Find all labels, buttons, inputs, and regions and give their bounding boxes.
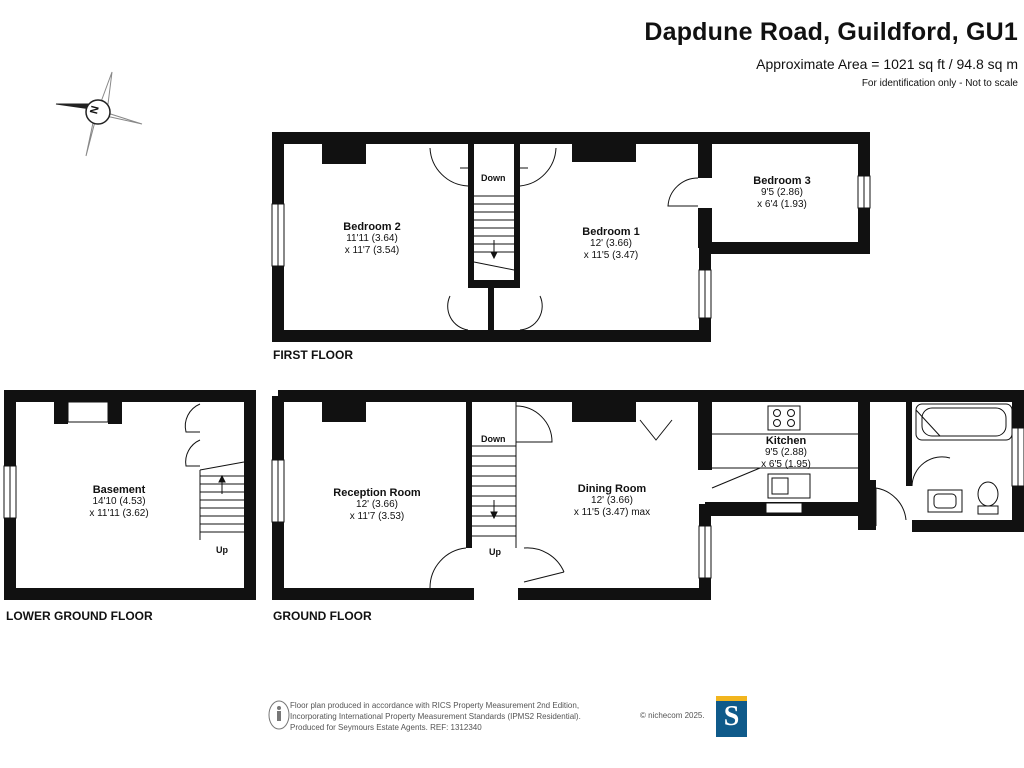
footer-line: Incorporating International Property Mea…	[290, 712, 581, 721]
room-name: Bedroom 2	[343, 221, 401, 233]
ground-floor-stairs-down-label: Down	[481, 434, 506, 444]
lower-ground-floor-plan	[3, 390, 256, 600]
copyright-text: © nichecom 2025.	[640, 711, 705, 720]
lower-ground-floor-label: LOWER GROUND FLOOR	[6, 609, 153, 623]
ground-floor-stairs-up-label: Up	[489, 547, 501, 557]
room-dimension: 12' (3.66)	[591, 495, 633, 506]
room-dimension: 12' (3.66)	[590, 238, 632, 249]
approximate-area: Approximate Area = 1021 sq ft / 94.8 sq …	[756, 56, 1018, 72]
room-name: Bedroom 3	[753, 175, 811, 187]
ground-floor-plan	[271, 390, 1024, 600]
first-floor-plan	[271, 132, 871, 342]
room-dimension: 9'5 (2.86)	[761, 187, 803, 198]
room-name: Bedroom 1	[582, 226, 640, 238]
footer-disclaimer: Floor plan produced in accordance with R…	[290, 700, 581, 733]
room-bedroom-1: Bedroom 1 12' (3.66) x 11'5 (3.47)	[582, 226, 639, 262]
room-bedroom-2: Bedroom 2 11'11 (3.64) x 11'7 (3.54)	[343, 221, 400, 257]
room-basement: Basement 14'10 (4.53) x 11'11 (3.62)	[89, 484, 148, 520]
room-dimension: 14'10 (4.53)	[92, 496, 146, 507]
room-name: Basement	[92, 484, 146, 496]
seymours-logo: S	[716, 696, 747, 737]
room-name: Dining Room	[577, 483, 647, 495]
logo-accent-bar	[716, 696, 747, 701]
room-dimension: x 11'7 (3.54)	[344, 245, 400, 256]
room-dimension: x 11'5 (3.47)	[583, 250, 639, 261]
identification-note: For identification only - Not to scale	[861, 78, 1018, 89]
room-dimension: x 11'11 (3.62)	[89, 508, 149, 519]
room-dimension: x 6'4 (1.93)	[757, 199, 807, 210]
footer-line: Floor plan produced in accordance with R…	[290, 701, 580, 710]
lower-floor-stairs-up-label: Up	[216, 545, 228, 555]
room-dimension: 12' (3.66)	[356, 499, 398, 510]
property-address-title: Dapdune Road, Guildford, GU1	[644, 18, 1018, 46]
room-dimension: 11'11 (3.64)	[346, 233, 398, 244]
room-name: Reception Room	[333, 487, 421, 499]
logo-letter: S	[723, 701, 740, 732]
footer-line: Produced for Seymours Estate Agents. REF…	[290, 723, 482, 732]
room-reception: Reception Room 12' (3.66) x 11'7 (3.53)	[333, 487, 420, 523]
compass-rose-icon	[55, 71, 143, 157]
room-dimension: 9'5 (2.88)	[765, 447, 807, 458]
room-kitchen: Kitchen 9'5 (2.88) x 6'5 (1.95)	[761, 435, 811, 471]
first-floor-label: FIRST FLOOR	[273, 348, 353, 362]
ground-floor-label: GROUND FLOOR	[273, 609, 372, 623]
room-bedroom-3: Bedroom 3 9'5 (2.86) x 6'4 (1.93)	[753, 175, 810, 211]
room-dimension: x 6'5 (1.95)	[761, 459, 811, 470]
room-name: Kitchen	[765, 435, 807, 447]
room-dimension: x 11'5 (3.47) max	[573, 507, 651, 518]
first-floor-stairs-down-label: Down	[481, 173, 506, 183]
rics-standards-icon	[268, 700, 290, 730]
room-dimension: x 11'7 (3.53)	[349, 511, 405, 522]
room-dining: Dining Room 12' (3.66) x 11'5 (3.47) max	[574, 483, 650, 519]
